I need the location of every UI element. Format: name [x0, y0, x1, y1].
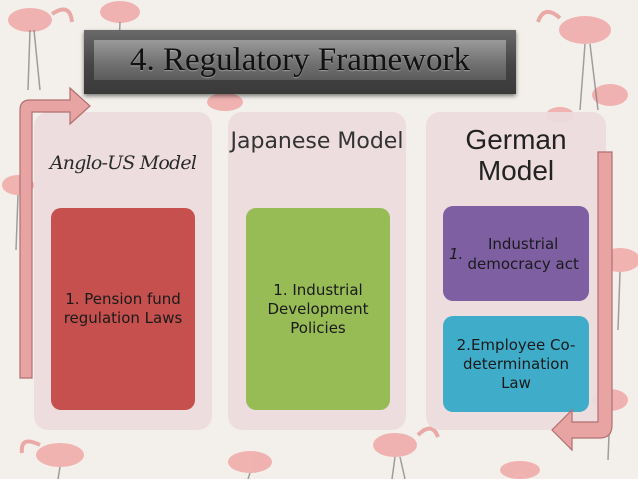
- column-heading-anglo-us: Anglo-US Model: [49, 152, 197, 174]
- column-heading-german: German Model: [465, 124, 567, 186]
- column-japanese: Japanese Model 1. Industrial Development…: [228, 112, 406, 430]
- column-anglo-us: Anglo-US Model 1. Pension fund regulatio…: [34, 112, 212, 430]
- card-employee-codetermination-law: 2.Employee Co-determination Law: [443, 316, 589, 412]
- title-banner: 4. Regulatory Framework: [84, 30, 516, 94]
- column-heading-japanese: Japanese Model: [230, 129, 404, 154]
- column-german: German Model 1.Industrial democracy act …: [426, 112, 606, 430]
- title-banner-inner: 4. Regulatory Framework: [94, 40, 506, 80]
- card-industrial-development-policies: 1. Industrial Development Policies: [246, 208, 390, 410]
- card-pension-fund-laws: 1. Pension fund regulation Laws: [51, 208, 195, 410]
- slide-title: 4. Regulatory Framework: [129, 41, 470, 78]
- card-industrial-democracy-act: 1.Industrial democracy act: [443, 206, 589, 301]
